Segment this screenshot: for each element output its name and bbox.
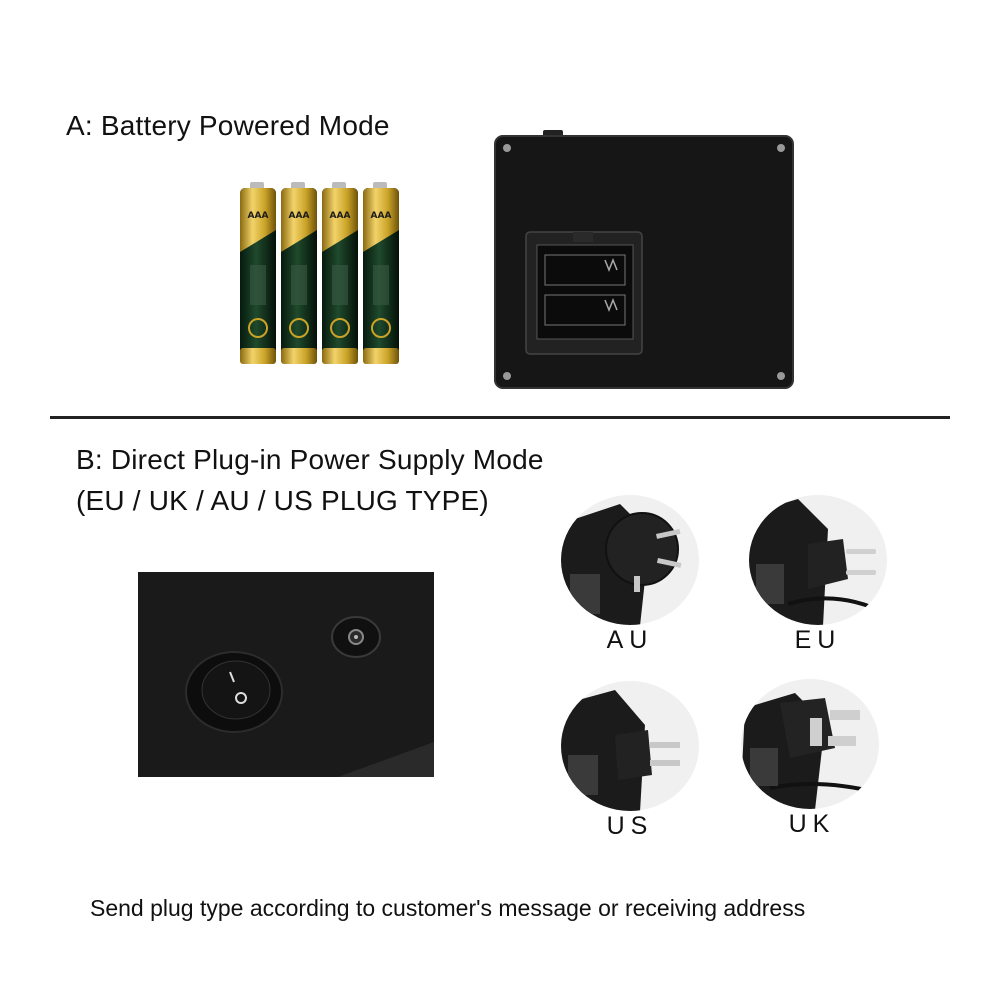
au-plug-label: AU <box>606 626 654 654</box>
us-plug-image <box>561 681 699 811</box>
section-a-title: A: Battery Powered Mode <box>66 110 390 141</box>
device-power-switch-and-dc-jack <box>138 572 434 777</box>
aaa-batteries-image: AAA <box>240 181 400 365</box>
section-divider <box>50 416 950 419</box>
eu-plug-label: EU <box>794 626 842 654</box>
device-back-battery-compartment <box>494 130 794 389</box>
uk-plug-image <box>741 679 879 809</box>
footer-note: Send plug type according to customer's m… <box>90 895 806 921</box>
section-b-title: B: Direct Plug-in Power Supply Mode <box>76 444 544 475</box>
eu-plug-image <box>749 495 887 625</box>
us-plug-label: US <box>606 812 654 840</box>
svg-text:AAA: AAA <box>248 211 269 221</box>
section-b-subtitle: (EU / UK / AU / US PLUG TYPE) <box>76 485 489 516</box>
au-plug-image <box>561 495 699 625</box>
uk-plug-label: UK <box>788 810 836 838</box>
